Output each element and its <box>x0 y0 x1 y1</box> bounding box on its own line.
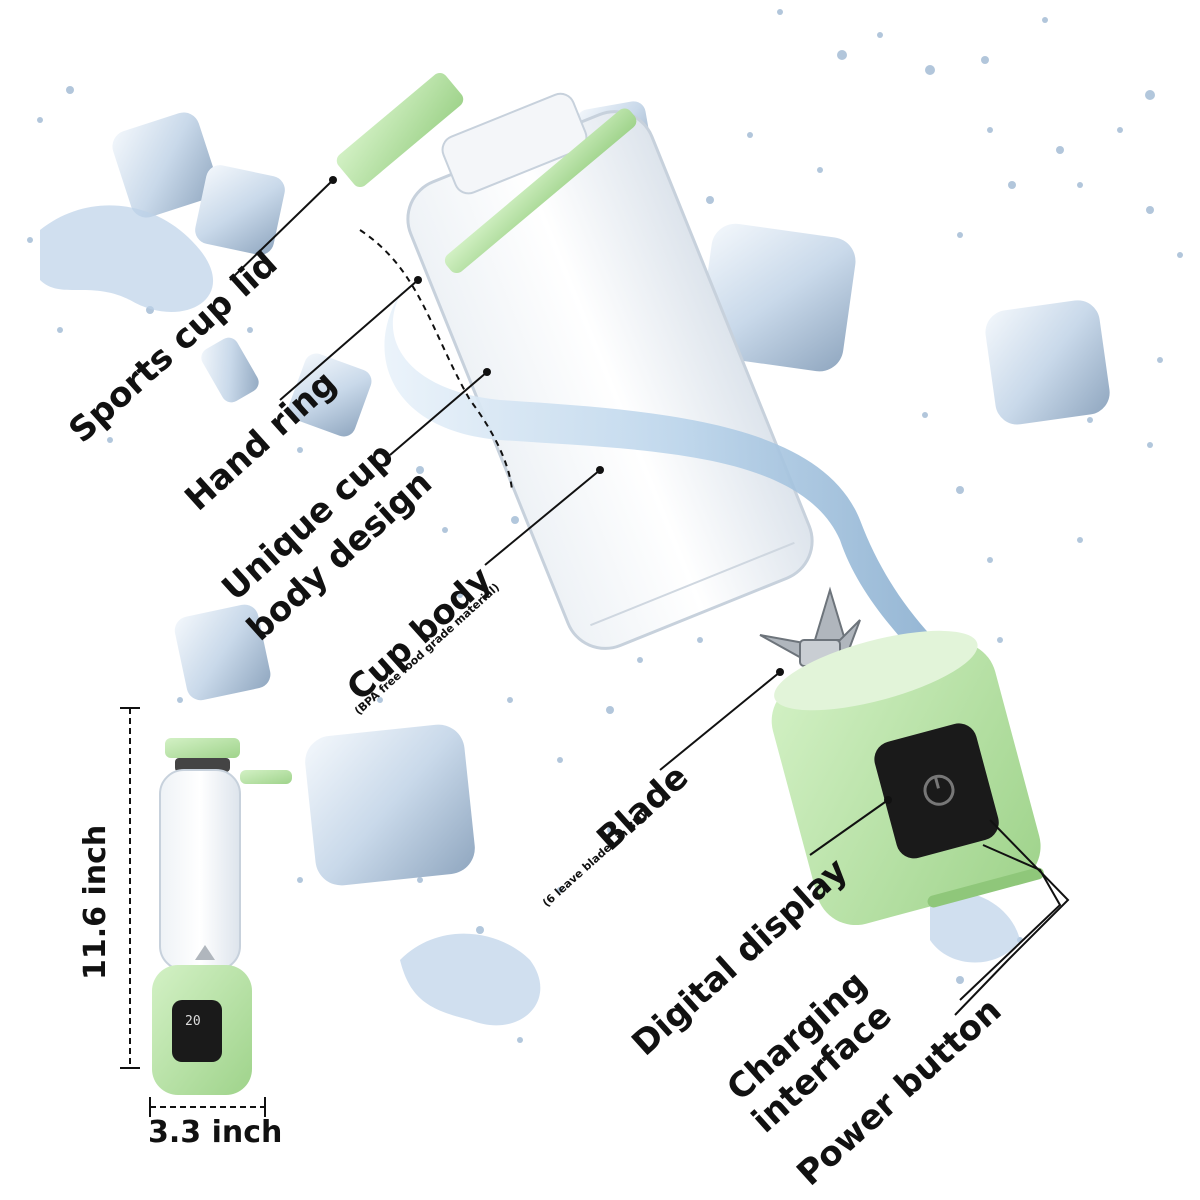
label-height: 11.6 inch <box>78 824 113 980</box>
product-thumbnail: 20 <box>152 738 292 1095</box>
ice-cube-icon <box>112 101 1110 886</box>
dimension-lines <box>120 707 266 1117</box>
cup-body <box>406 92 814 650</box>
digital-display-panel <box>874 723 999 859</box>
callout-leader-lines <box>229 179 1070 1016</box>
callout-dots <box>329 176 892 804</box>
water-splash-icon <box>40 205 1020 1026</box>
label-width: 3.3 inch <box>148 1115 283 1150</box>
svg-text:20: 20 <box>185 1014 201 1029</box>
motor-base <box>771 630 1044 926</box>
sports-cup-lid-graphic <box>336 72 637 274</box>
water-droplets <box>27 9 1183 1043</box>
